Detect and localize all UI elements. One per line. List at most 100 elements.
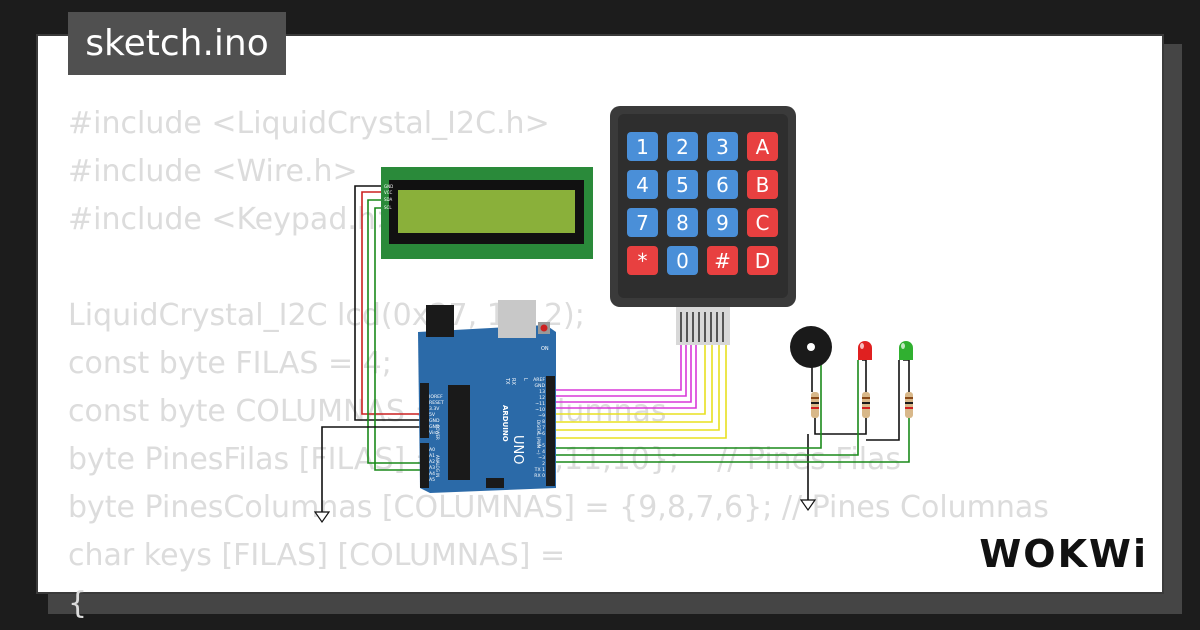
- lcd-pin-label: SDA: [384, 197, 393, 202]
- pin-label: A2: [429, 459, 435, 465]
- resistor-buzzer: [811, 392, 819, 418]
- keypad-connector: [676, 307, 730, 345]
- pin-label: ~10: [535, 407, 545, 413]
- pin-label: A5: [429, 477, 435, 483]
- wire-led-green-a: [903, 359, 910, 392]
- resistor-led-green: [905, 392, 913, 418]
- pin-label: RX 0: [534, 473, 545, 479]
- lcd-pin-labels: GND VCC SDA SCL: [384, 184, 393, 210]
- wire-keypad-col-4: [555, 345, 727, 439]
- pin-label: GND: [534, 383, 545, 389]
- wires: [321, 185, 910, 512]
- pin-label: ~3: [538, 455, 545, 461]
- preview-card: [36, 34, 1164, 594]
- board-model: UNO: [510, 435, 525, 464]
- code-line: char keys [FILAS] [COLUMNAS] =: [68, 538, 566, 573]
- pin-label: ~11: [535, 401, 545, 407]
- wire-led-green-gnd: [866, 360, 900, 441]
- keypad-key-#: [707, 246, 738, 275]
- keypad-key-label: 7: [636, 211, 649, 235]
- pin-label: 13: [539, 389, 545, 395]
- buzzer: [790, 326, 832, 368]
- lcd-display: GND VCC SDA SCL: [381, 167, 593, 259]
- icsp-header: [486, 478, 504, 488]
- rx-label: RX: [510, 378, 516, 385]
- keypad-key-label: #: [714, 249, 731, 273]
- keypad-key-label: 4: [636, 173, 649, 197]
- header-power: [420, 383, 429, 438]
- pin-label: A4: [429, 471, 435, 477]
- wire-keypad-row-3: [555, 345, 692, 403]
- keypad-key-5: [667, 170, 698, 199]
- wire-arduino-gnd: [321, 426, 424, 512]
- pin-label: A3: [429, 465, 435, 471]
- code-line: #include <Keypad.h>: [68, 202, 402, 237]
- keypad-key-label: D: [755, 249, 770, 273]
- pin-label: ~5: [538, 443, 545, 449]
- wire-keypad-row-1: [555, 345, 682, 391]
- led-green: [899, 341, 913, 360]
- keypad-connector-pins: [680, 312, 724, 342]
- analog-header-label: ANALOG IN: [435, 455, 440, 477]
- board-labels: ARDUINO UNO POWER ANALOG IN DIGITAL (PWM…: [429, 346, 549, 483]
- resistor-led-red: [862, 392, 870, 418]
- pin-label: 4: [542, 449, 545, 455]
- keypad-key-label: *: [638, 249, 648, 273]
- wire-res1-out: [814, 418, 867, 435]
- keypad-key-label: 9: [716, 211, 729, 235]
- header-analog: [420, 443, 429, 488]
- wokwi-logo: WOKWi: [979, 532, 1148, 576]
- pin-label: 7: [542, 425, 545, 431]
- keypad-key-0: [667, 246, 698, 275]
- pin-label: Vin: [429, 430, 436, 436]
- lcd-pin-label: SCL: [384, 205, 392, 210]
- chip-atmega: [448, 385, 470, 480]
- wire-led-red-a: [862, 359, 867, 392]
- keypad-key-label: C: [756, 211, 770, 235]
- wire-keypad-col-2: [555, 345, 713, 423]
- keypad-key-label: 6: [716, 173, 729, 197]
- pin-label: IOREF: [429, 394, 443, 400]
- keypad-key-*: [627, 246, 658, 275]
- wire-led-red-signal: [555, 360, 859, 456]
- keypad-key-1: [627, 132, 658, 161]
- code-line: #include <Wire.h>: [68, 154, 358, 189]
- ground-symbol-left: [313, 511, 331, 524]
- pin-label: 12: [539, 395, 545, 401]
- keypad-key-A: [747, 132, 778, 161]
- wire-lcd-gnd: [354, 185, 424, 421]
- pin-label: TX 1: [534, 467, 545, 473]
- keypad-key-D: [747, 246, 778, 275]
- l-label: L: [522, 378, 528, 381]
- pin-label: 2: [542, 461, 545, 467]
- tx-label: TX: [504, 377, 510, 385]
- led-red: [858, 341, 872, 360]
- power-jack: [426, 305, 454, 337]
- wire-buzzer-signal: [555, 360, 822, 449]
- pin-label: GND: [429, 418, 440, 424]
- keypad-key-B: [747, 170, 778, 199]
- header-digital: [546, 376, 555, 486]
- code-line: const byte FILAS = 4;: [68, 346, 392, 381]
- keypad-key-label: B: [756, 173, 770, 197]
- usb-port: [498, 300, 536, 338]
- wire-keypad-col-1: [555, 345, 706, 415]
- keypad-key-C: [747, 208, 778, 237]
- keypad-key-label: A: [756, 135, 770, 159]
- keypad-key-label: 1: [636, 135, 649, 159]
- wire-lcd-vcc: [361, 191, 424, 415]
- keypad-key-label: 0: [676, 249, 689, 273]
- lcd-pin-label: GND: [384, 184, 393, 189]
- on-label: ON: [541, 346, 549, 352]
- keypad-key-label: 2: [676, 135, 689, 159]
- code-line: byte PinesColumnas [COLUMNAS] = {9,8,7,6…: [68, 490, 1049, 525]
- keypad-key-7: [627, 208, 658, 237]
- wire-lcd-sda: [367, 199, 424, 464]
- keypad-key-8: [667, 208, 698, 237]
- ground-symbol-right: [799, 499, 817, 512]
- pin-label: RESET: [429, 400, 444, 406]
- pin-label: AREF: [533, 377, 545, 383]
- keypad-key-2: [667, 132, 698, 161]
- arduino-uno: ARDUINO UNO POWER ANALOG IN DIGITAL (PWM…: [418, 300, 556, 493]
